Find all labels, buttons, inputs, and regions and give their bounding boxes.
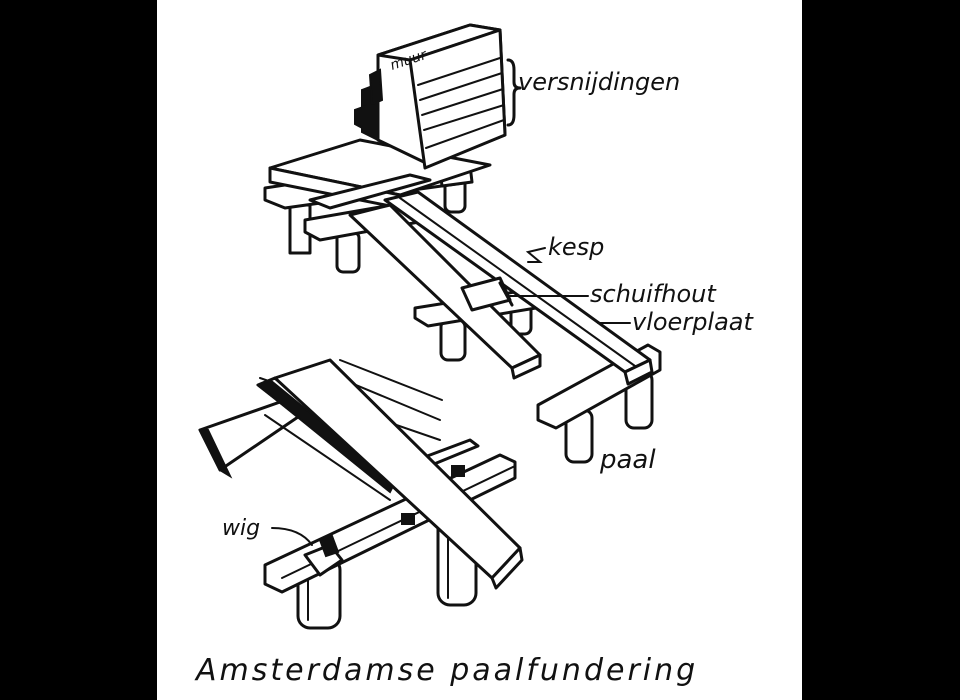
label-schuifhout: schuifhout [590, 280, 717, 308]
label-wig: wig [222, 516, 260, 541]
label-kesp: kesp [548, 233, 604, 261]
caption: Amsterdamse paalfundering [194, 653, 698, 688]
kesp-leader [528, 248, 545, 262]
label-vloerplaat: vloerplaat [632, 308, 755, 336]
label-paal: paal [599, 445, 656, 475]
label-versnijdingen: versnijdingen [518, 68, 680, 96]
lower-assembly [200, 360, 522, 628]
wig-leader [272, 528, 312, 545]
